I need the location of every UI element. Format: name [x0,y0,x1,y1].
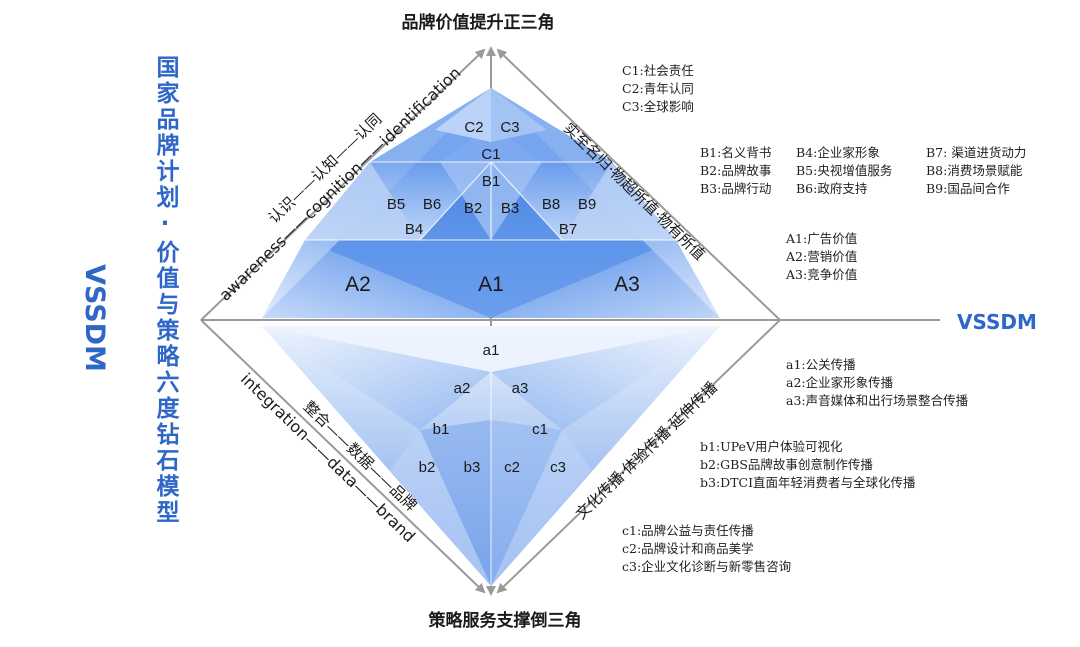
c3-facet [491,88,547,142]
legend-c-item: C3:全球影响 [622,99,694,114]
b-divider-left [419,161,492,241]
diagonal-upper-right [496,48,781,321]
diagonal-lower-left [200,319,486,594]
vssdm-right: VSSDM [957,310,1037,334]
label-lower-a2: a2 [454,380,471,397]
diagonal-upper-left [200,48,486,321]
label-lower-b2: b2 [419,459,436,476]
legend-a-item: A3:竞争价值 [786,267,858,282]
legend-c-item: C1:社会责任 [622,63,694,78]
legend-lower-b-item: b2:GBS品牌故事创意制作传播 [700,457,873,472]
label-a3: A3 [614,273,640,296]
a1-facet [305,240,676,318]
label-b1: B1 [482,173,500,190]
legend-c: C1:社会责任 C2:青年认同 C3:全球影响 [622,62,694,116]
label-b8: B8 [542,196,560,213]
label-lower-c3: c3 [550,459,566,476]
legend-a: A1:广告价值 A2:营销价值 A3:竞争价值 [786,230,857,284]
a3-facet [491,240,720,318]
legend-b-item: B9:国品间合作 [926,181,1010,196]
label-b7: B7 [559,221,577,238]
lower-labels: a1 a2 a3 b1 c1 b2 b3 c2 c3 [419,342,566,476]
legend-lower-a-item: a2:企业家形象传播 [786,375,894,390]
label-lower-c2: c2 [504,459,520,476]
legend-lower-c-item: c2:品牌设计和商品美学 [622,541,754,556]
label-c2: C2 [464,119,483,136]
axes [200,46,940,596]
upper-labels: C2 C3 C1 B1 B5 B6 B2 B3 B8 B9 B4 B7 A2 A… [345,119,640,296]
label-lower-a1: a1 [483,342,500,359]
legend-c-item: C2:青年认同 [622,81,694,96]
legend-b-item: B2:品牌故事 [700,163,772,178]
label-a2: A2 [345,273,371,296]
b4-facet [305,162,420,240]
label-lower-c1: c1 [532,421,548,438]
legend-b-item: B7: 渠道进货动力 [926,145,1027,160]
legend-lower-c-item: c3:企业文化诊断与新零售咨询 [622,559,792,574]
label-lower-b3: b3 [464,459,481,476]
a2-lower-facet [262,326,491,430]
c3-lower-facet [491,430,592,586]
bottom-title: 策略服务支撑倒三角 [429,610,582,631]
legend-lower-c: c1:品牌公益与责任传播 c2:品牌设计和商品美学 c3:企业文化诊断与新零售咨… [622,522,791,576]
legend-b-item: B8:消费场景赋能 [926,163,1023,178]
lower-triangle [262,326,720,586]
legend-lower-b-item: b1:UPeV用户体验可视化 [700,439,843,454]
label-b5: B5 [387,196,405,213]
legend-lower-b: b1:UPeV用户体验可视化 b2:GBS品牌故事创意制作传播 b3:DTCI直… [700,438,916,492]
top-title: 品牌价值提升正三角 [402,12,555,33]
diagonal-lower-right [496,319,781,594]
c2-facet [435,88,491,142]
a2-facet [262,240,491,318]
b-lower-facet [420,420,491,586]
label-b4: B4 [405,221,423,238]
label-b6: B6 [423,196,441,213]
a3-lower-facet [491,326,720,430]
label-b3: B3 [501,200,519,217]
label-a1: A1 [478,273,504,296]
label-lower-b1: b1 [433,421,450,438]
legend-lower-b-item: b3:DTCI直面年轻消费者与全球化传播 [700,475,916,490]
legend-b-item: B6:政府支持 [796,181,868,196]
label-c3: C3 [500,119,519,136]
legend-b-item: B3:品牌行动 [700,181,772,196]
side-title: 国家品牌计划·价值与策略六度钻石模型 [152,55,178,526]
legend-b-item: B5:央视增值服务 [796,163,893,178]
b-divider-right [490,161,563,241]
b2-lower-facet [390,430,491,586]
label-lower-a3: a3 [512,380,529,397]
b7-facet [562,162,676,240]
legend-b-row: B1:名义背书 B4:企业家形象 B7: 渠道进货动力 [700,144,1060,162]
label-b2: B2 [464,200,482,217]
upper-triangle [262,88,720,318]
legend-b-row: B3:品牌行动 B6:政府支持 B9:国品间合作 [700,180,1060,198]
legend-lower-a-item: a1:公关传播 [786,357,856,372]
vssdm-left: VSSDM [79,264,110,372]
legend-b: B1:名义背书 B4:企业家形象 B7: 渠道进货动力 B2:品牌故事 B5:央… [700,144,1060,198]
legend-lower-a: a1:公关传播 a2:企业家形象传播 a3:声音媒体和出行场景整合传播 [786,356,968,410]
label-c1: C1 [481,146,500,163]
legend-a-item: A1:广告价值 [786,231,858,246]
legend-b-item: B1:名义背书 [700,145,772,160]
c-lower-facet [491,420,562,586]
legend-b-item: B4:企业家形象 [796,145,880,160]
legend-b-row: B2:品牌故事 B5:央视增值服务 B8:消费场景赋能 [700,162,1060,180]
legend-lower-a-item: a3:声音媒体和出行场景整合传播 [786,393,969,408]
label-b9: B9 [578,196,596,213]
legend-a-item: A2:营销价值 [786,249,858,264]
legend-lower-c-item: c1:品牌公益与责任传播 [622,523,754,538]
a1-lower-facet [262,326,720,372]
